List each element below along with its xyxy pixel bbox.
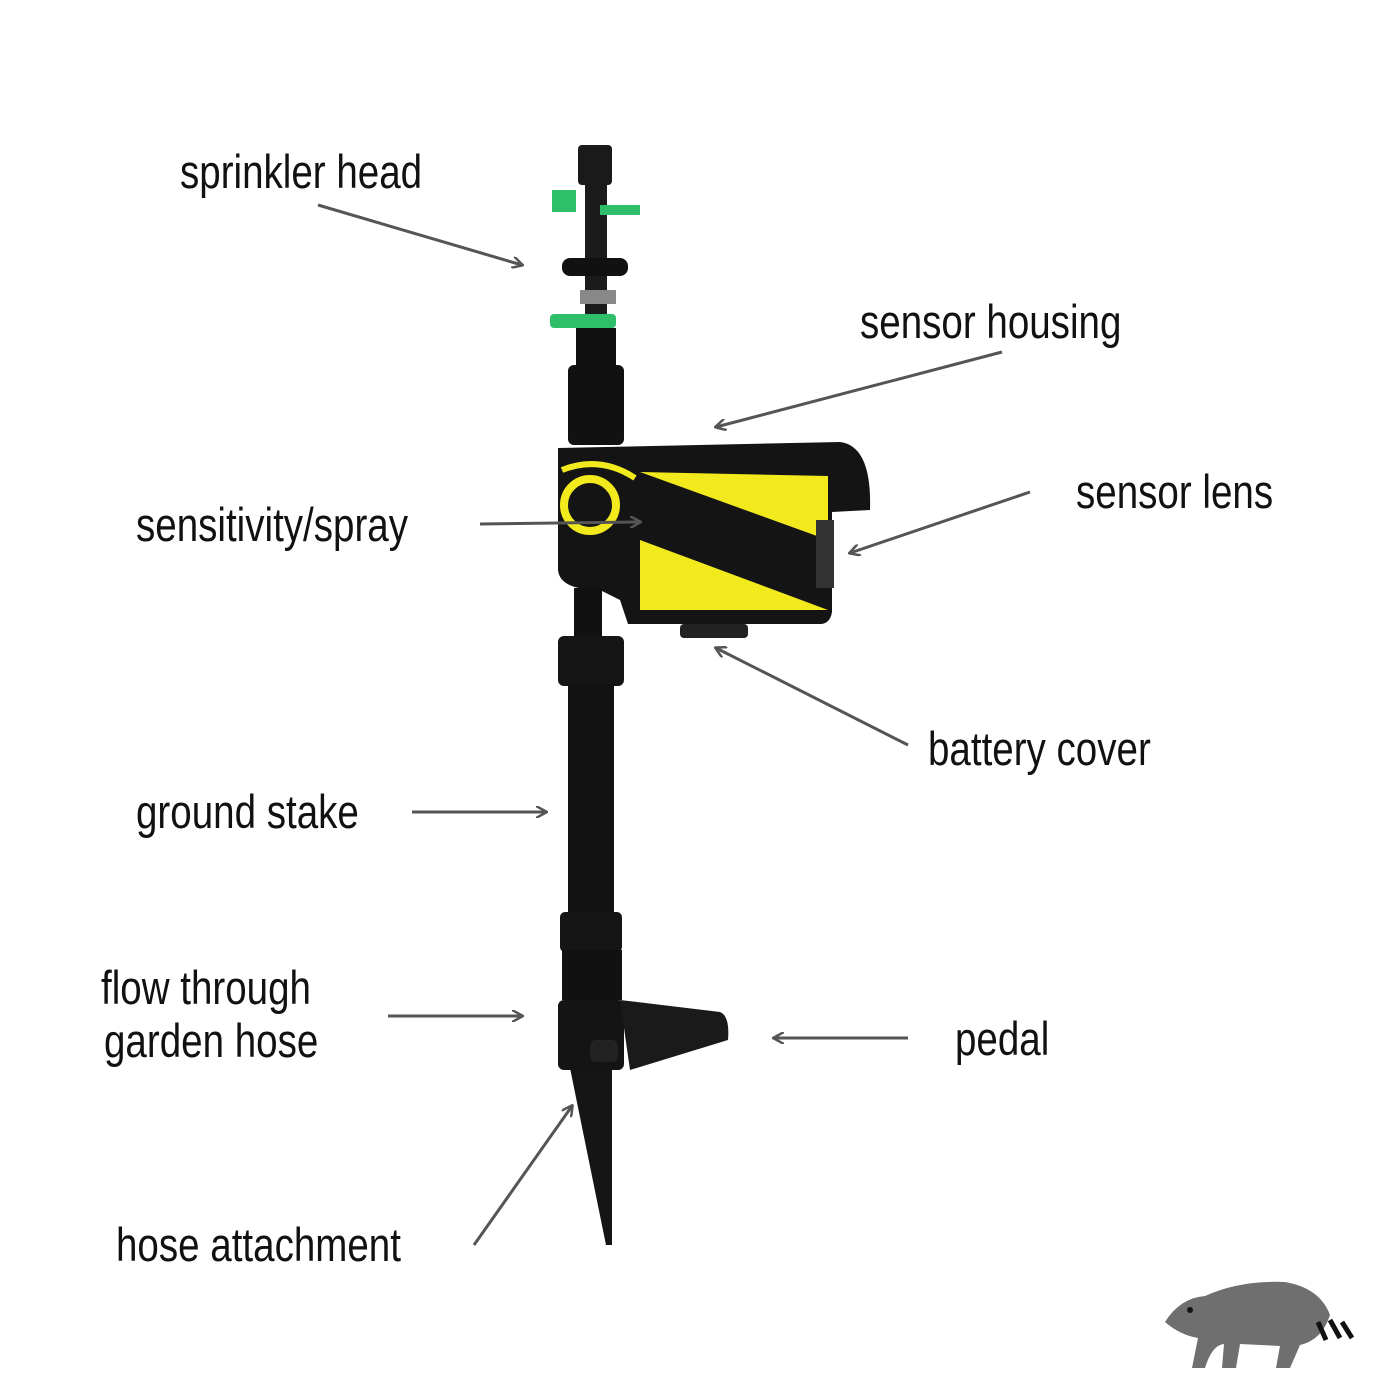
sprinkler-head bbox=[550, 145, 640, 445]
label-ground-stake: ground stake bbox=[136, 785, 359, 838]
arrow-hose-attachment bbox=[472, 1106, 572, 1246]
label-sprinkler-head: sprinkler head bbox=[180, 145, 423, 198]
ground-stake bbox=[558, 588, 729, 1245]
arrow-sprinkler-head bbox=[317, 203, 522, 265]
label-hose-attachment: hose attachment bbox=[116, 1218, 401, 1271]
arrow-sensor-lens bbox=[850, 490, 1031, 553]
label-flow-through-line2: garden hose bbox=[104, 1014, 319, 1067]
arrow-sensitivity-spray bbox=[479, 522, 640, 524]
label-flow-through-line1: flow through bbox=[101, 961, 311, 1014]
label-battery-cover: battery cover bbox=[928, 722, 1151, 775]
leader-arrows bbox=[317, 203, 1031, 1246]
label-sensor-housing: sensor housing bbox=[860, 295, 1122, 348]
label-sensitivity-spray: sensitivity/spray bbox=[136, 498, 409, 551]
raccoon-logo-icon bbox=[1165, 1281, 1355, 1368]
sensor-housing bbox=[558, 442, 871, 638]
arrow-sensor-housing bbox=[716, 350, 1003, 427]
label-sensor-lens: sensor lens bbox=[1076, 465, 1274, 518]
arrow-battery-cover bbox=[716, 648, 909, 747]
label-pedal: pedal bbox=[955, 1012, 1050, 1065]
